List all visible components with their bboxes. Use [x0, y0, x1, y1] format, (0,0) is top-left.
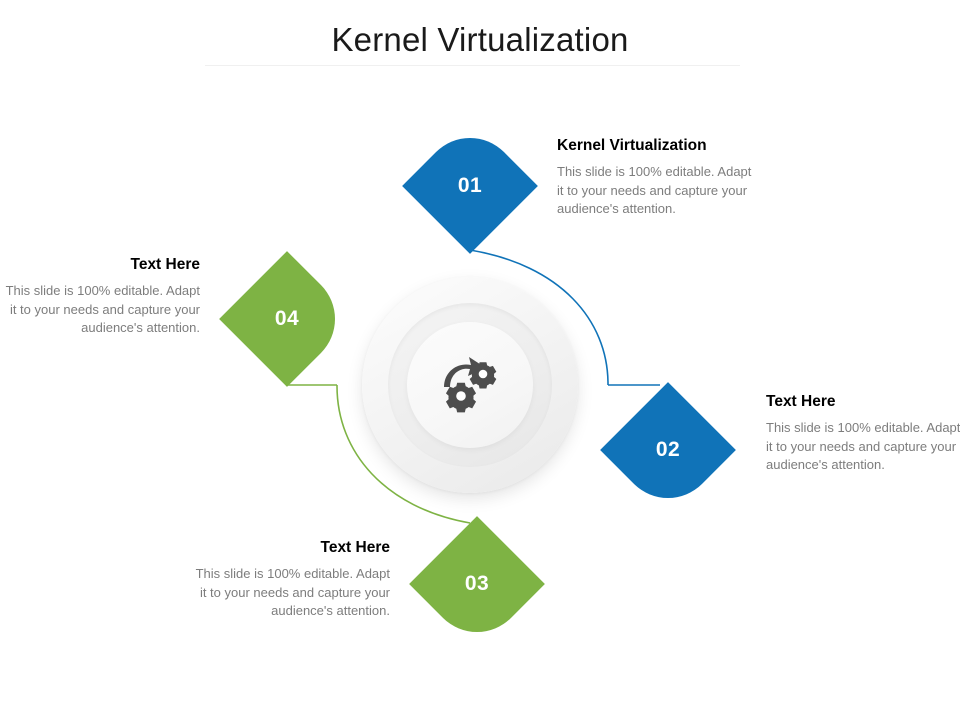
step-marker-02[interactable]: 02: [600, 382, 736, 518]
step-text-02: Text Here This slide is 100% editable. A…: [766, 392, 960, 475]
step-number-04: 04: [274, 307, 300, 330]
step-number-02: 02: [655, 438, 681, 461]
step-heading-03: Text Here: [320, 539, 391, 556]
step-number-01: 01: [457, 174, 483, 197]
step-marker-04[interactable]: 04: [219, 251, 355, 387]
step-text-01: Kernel Virtualization This slide is 100%…: [557, 136, 753, 219]
step-heading-04: Text Here: [130, 256, 201, 273]
step-marker-01[interactable]: 01: [402, 118, 538, 254]
gears-sync-icon: [428, 343, 512, 427]
step-body-03: This slide is 100% editable. Adapt it to…: [195, 566, 390, 618]
center-ring-inner: [407, 322, 533, 448]
title-divider: [205, 65, 740, 66]
step-body-04: This slide is 100% editable. Adapt it to…: [5, 283, 200, 335]
step-marker-03[interactable]: 03: [409, 516, 545, 652]
step-text-03: Text Here This slide is 100% editable. A…: [194, 538, 390, 621]
step-number-03: 03: [464, 572, 490, 595]
page-title: Kernel Virtualization: [331, 21, 629, 58]
step-heading-01: Kernel Virtualization: [557, 137, 707, 154]
step-body-02: This slide is 100% editable. Adapt it to…: [766, 420, 960, 472]
step-heading-02: Text Here: [766, 393, 836, 410]
center-emblem: [362, 277, 578, 493]
step-text-04: Text Here This slide is 100% editable. A…: [4, 255, 200, 338]
step-body-01: This slide is 100% editable. Adapt it to…: [557, 164, 752, 216]
